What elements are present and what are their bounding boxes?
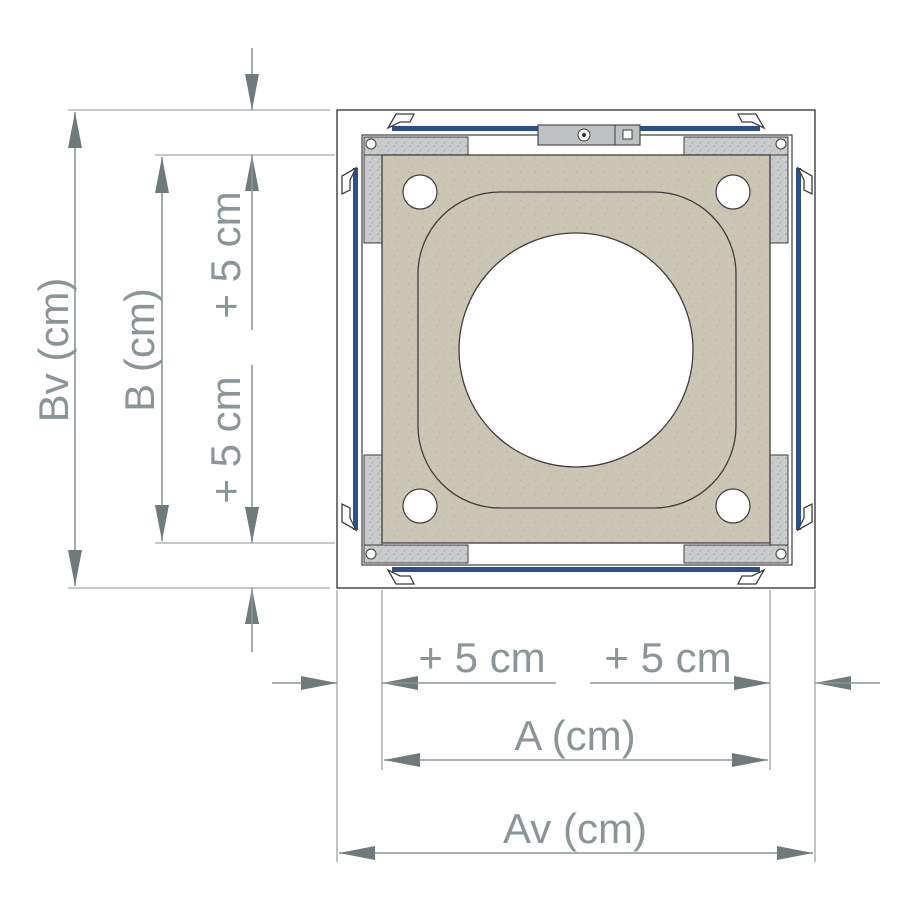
insulation-left-top — [363, 154, 383, 244]
a-label: A (cm) — [514, 712, 635, 759]
hole-top-left — [402, 174, 438, 210]
clip-bottom-left — [386, 568, 416, 585]
clip-left-top — [341, 166, 358, 196]
plus5-bottom-inner-arrow — [245, 507, 259, 543]
central-opening — [458, 232, 694, 468]
insulation-right-top — [769, 154, 789, 244]
clip-top-right — [736, 113, 766, 130]
clip-left-bottom — [341, 502, 358, 532]
bolt-bottom-left — [365, 548, 377, 560]
a-arrow-left — [384, 753, 420, 767]
clip-right-bottom — [796, 502, 813, 532]
bv-arrow-top — [68, 112, 82, 148]
plus5-left-outer-arrow — [301, 676, 337, 690]
bolt-bottom-right — [775, 548, 787, 560]
insulation-top-left — [363, 136, 469, 156]
insulation-left-bottom — [363, 454, 383, 546]
corner-bolts — [365, 138, 787, 560]
horizontal-dimensions: + 5 cm + 5 cm A (cm) Av (cm) — [272, 590, 880, 862]
plate-groove — [417, 191, 737, 509]
clip-bottom-right — [736, 568, 766, 585]
av-arrow-right — [777, 846, 813, 860]
av-label: Av (cm) — [503, 805, 647, 852]
plus5-top-outer-arrow — [245, 74, 259, 110]
insulation-bottom-left — [363, 544, 469, 564]
b-label: B (cm) — [116, 288, 163, 412]
b-plus5-bottom-label: + 5 cm — [202, 376, 249, 503]
mechanism-knob-center — [581, 132, 587, 138]
mounting-holes — [402, 174, 751, 524]
clip-right-top — [796, 166, 813, 196]
blue-profile-bottom — [392, 567, 760, 572]
b-arrow-bottom — [155, 505, 169, 541]
bv-label: Bv (cm) — [30, 278, 77, 423]
plus5-right-inner-arrow — [734, 676, 770, 690]
vertical-dimensions: Bv (cm) B (cm) + 5 cm + 5 cm — [30, 48, 335, 652]
blue-profile-left — [353, 168, 358, 530]
a-plus5-left-label: + 5 cm — [418, 634, 545, 681]
damper-assembly — [336, 109, 816, 589]
clip-top-left — [386, 113, 416, 130]
blue-profile-right — [796, 168, 801, 530]
insulation-top-right — [683, 136, 789, 156]
av-arrow-left — [339, 846, 375, 860]
bv-arrow-bottom — [68, 550, 82, 586]
hole-bottom-left — [402, 488, 438, 524]
bolt-top-left — [365, 138, 377, 150]
insulation-right-bottom — [769, 454, 789, 546]
b-plus5-top-label: + 5 cm — [202, 191, 249, 318]
mechanism-latch — [622, 129, 633, 140]
a-arrow-right — [732, 753, 768, 767]
corner-clips — [341, 113, 813, 585]
b-arrow-top — [155, 157, 169, 193]
bolt-top-right — [775, 138, 787, 150]
a-plus5-right-label: + 5 cm — [604, 634, 731, 681]
release-mechanism — [537, 124, 641, 146]
hole-top-right — [715, 174, 751, 210]
insulation-bottom-right — [683, 544, 789, 564]
hole-bottom-right — [715, 488, 751, 524]
